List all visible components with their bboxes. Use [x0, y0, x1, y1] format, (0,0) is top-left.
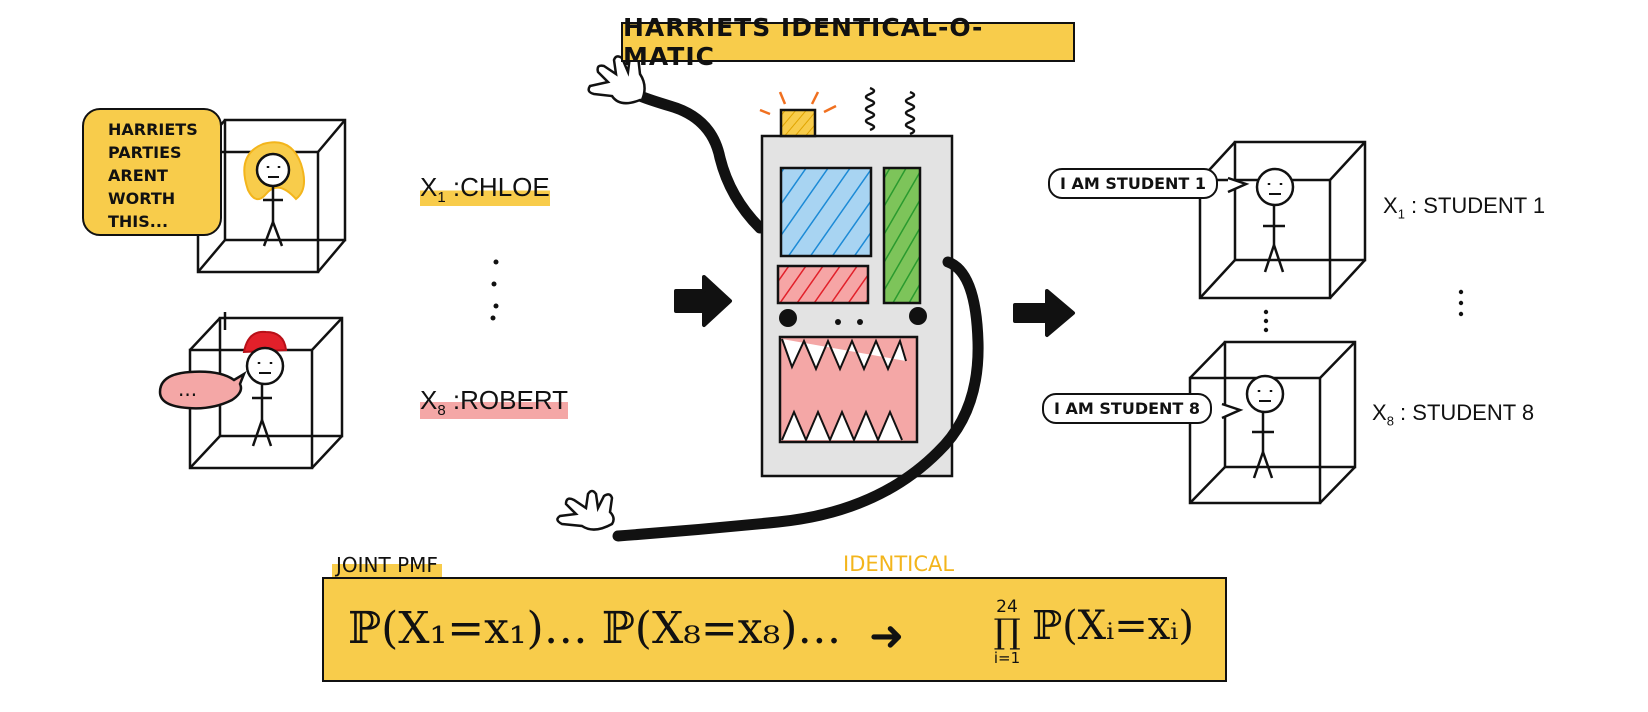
identical-tag: IDENTICAL [843, 552, 955, 576]
input-ellipsis [490, 259, 499, 321]
product-lower: i=1 [993, 649, 1021, 667]
product-operator: 24 ∏ i=1 [987, 597, 1027, 667]
box-icon-student-1 [1198, 140, 1367, 300]
bubble-tail-8 [1221, 402, 1244, 420]
product-upper: 24 [996, 597, 1018, 617]
mumble-text: ... [178, 377, 197, 401]
output-label-first: X1 : STUDENT 1 [1383, 193, 1546, 222]
arrow-right-icon-formula: ➜ [869, 611, 905, 660]
formula-left: ℙ(X₁=x₁)… ℙ(X₈=x₈)… [348, 603, 842, 654]
machine-icon [556, 51, 984, 542]
stick-figure-icon-chloe [243, 141, 306, 247]
quote-line-4: WORTH [108, 189, 176, 208]
joint-pmf-tag: JOINT PMF [332, 553, 442, 577]
product-symbol: ∏ [993, 612, 1021, 652]
formula-right: ℙ(Xᵢ=xᵢ) [1032, 603, 1194, 649]
quote-line-1: HARRIETS [108, 120, 198, 139]
box-icon-student-8 [1188, 340, 1357, 505]
student-1-bubble: I AM STUDENT 1 [1048, 168, 1219, 199]
bubble-tail-1 [1227, 176, 1250, 194]
student-8-bubble: I AM STUDENT 8 [1042, 393, 1213, 424]
quote-bubble: HARRIETS PARTIES ARENT WORTH THIS... [82, 108, 222, 236]
quote-line-3: ARENT [108, 166, 168, 185]
arrow-right-icon-input [674, 275, 732, 327]
input-label-first: X1 :CHLOE [420, 172, 550, 207]
quote-line-5: THIS... [108, 212, 169, 231]
speech-bubble-mumble: ... [158, 370, 247, 410]
stick-figure-icon-student-1 [1255, 167, 1295, 273]
output-label-last: X8 : STUDENT 8 [1372, 400, 1535, 429]
arrow-right-icon-output [1013, 289, 1075, 337]
formula-box: ℙ(X₁=x₁)… ℙ(X₈=x₈)… ➜ 24 ∏ i=1 ℙ(Xᵢ=xᵢ) [322, 577, 1227, 682]
output-ellipsis [1263, 289, 1464, 333]
machine-title: HARRIETS IDENTICAL-O-MATIC [621, 13, 1075, 71]
quote-line-2: PARTIES [108, 143, 182, 162]
input-label-last: X8 :ROBERT [420, 385, 569, 420]
stick-figure-icon-robert [242, 330, 288, 447]
stick-figure-icon-student-8 [1245, 374, 1285, 479]
